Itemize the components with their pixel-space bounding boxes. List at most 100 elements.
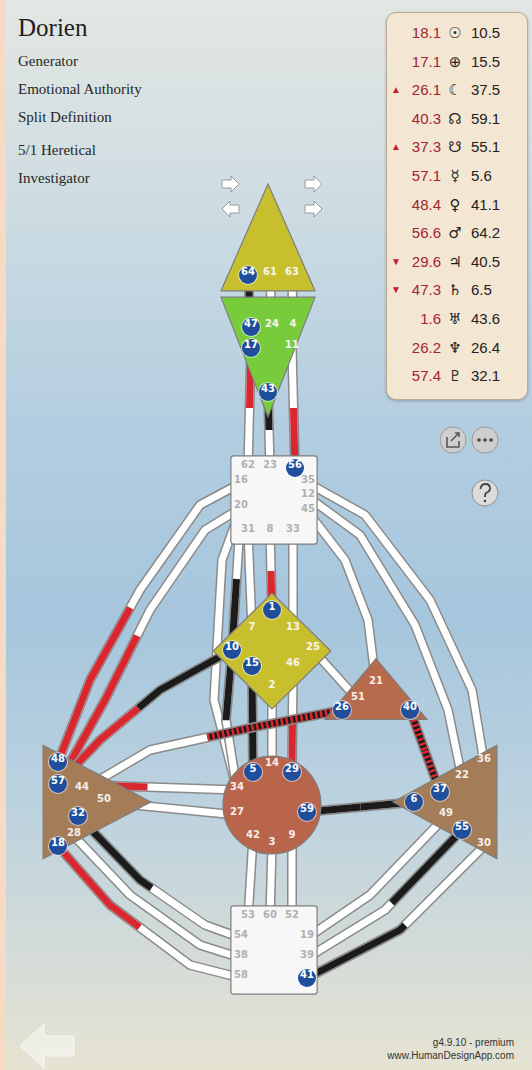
gate-number: 54 bbox=[232, 929, 250, 947]
personality-value: 41.1 bbox=[471, 195, 523, 215]
gate-number: 53 bbox=[239, 909, 257, 927]
g-center: 1713102515462 bbox=[212, 592, 332, 710]
channel bbox=[307, 846, 484, 978]
gate-number: 50 bbox=[95, 793, 113, 811]
retro-marker: ▼ bbox=[390, 252, 402, 272]
channel-core bbox=[308, 483, 484, 762]
design-channel-stripes bbox=[207, 710, 342, 737]
retro-marker: ▼ bbox=[390, 280, 402, 300]
design-value: 18.1 bbox=[395, 23, 441, 43]
planet-symbol: ☊ bbox=[443, 109, 467, 129]
gate-number: 20 bbox=[232, 499, 250, 517]
gate-number: 24 bbox=[263, 318, 281, 336]
personality-channel-half bbox=[307, 925, 405, 978]
gate-number: 28 bbox=[65, 827, 83, 845]
design-value: 48.4 bbox=[395, 195, 441, 215]
channel-core bbox=[78, 816, 241, 938]
personality-channel-half bbox=[138, 650, 232, 708]
design-value: 29.6 bbox=[395, 252, 441, 272]
active-gate-number: 17 bbox=[242, 339, 260, 357]
arrow-icon bbox=[305, 201, 322, 217]
heart-center: 21512640 bbox=[324, 658, 428, 720]
gate-number: 38 bbox=[232, 949, 250, 967]
gate-number: 4 bbox=[284, 318, 302, 336]
channel bbox=[58, 650, 232, 784]
active-gate-number: 32 bbox=[69, 807, 87, 825]
gate-number: 13 bbox=[284, 621, 302, 639]
planet-table: 18.1☉10.517.1⊕15.5▲26.1☾37.540.3☊59.1▲37… bbox=[386, 12, 528, 400]
chart-title: Dorien bbox=[18, 14, 87, 42]
active-gate-number: 10 bbox=[223, 641, 241, 659]
planet-symbol: ♅ bbox=[443, 309, 467, 329]
planet-symbol: ♀ bbox=[443, 195, 467, 215]
gate-number: 58 bbox=[232, 969, 250, 987]
arrow-icon bbox=[222, 201, 239, 217]
gate-number: 14 bbox=[263, 757, 281, 775]
channel-border bbox=[78, 816, 241, 938]
channel-core bbox=[307, 846, 484, 978]
gate-number: 34 bbox=[228, 781, 246, 799]
gate-number: 25 bbox=[304, 641, 322, 659]
personality-value: 5.6 bbox=[471, 166, 523, 186]
design-value: 56.6 bbox=[395, 223, 441, 243]
arrow-icon bbox=[222, 176, 239, 192]
active-gate-number: 6 bbox=[405, 793, 423, 811]
gate-number: 44 bbox=[73, 781, 91, 799]
chart-type: Generator bbox=[18, 52, 78, 71]
gate-number: 31 bbox=[239, 523, 257, 541]
channel bbox=[308, 483, 484, 762]
personality-value: 43.6 bbox=[471, 309, 523, 329]
personality-value: 40.5 bbox=[471, 252, 523, 272]
active-gate-number: 18 bbox=[49, 837, 67, 855]
gate-number: 21 bbox=[367, 675, 385, 693]
design-value: 37.3 bbox=[395, 137, 441, 157]
active-gate-number: 48 bbox=[49, 753, 67, 771]
design-value: 26.2 bbox=[395, 338, 441, 358]
gate-number: 63 bbox=[283, 266, 301, 284]
active-gate-number: 5 bbox=[244, 763, 262, 781]
channel-border bbox=[307, 846, 484, 978]
gate-number: 9 bbox=[283, 829, 301, 847]
question-glyph bbox=[481, 484, 491, 497]
root-center: 536052541938395841 bbox=[230, 905, 318, 995]
planet-symbol: ♇ bbox=[443, 366, 467, 386]
personality-channel-half bbox=[207, 710, 342, 737]
icon-circle bbox=[440, 427, 466, 453]
help-icon bbox=[472, 480, 498, 506]
channel-border bbox=[58, 508, 241, 784]
retro-marker: ▲ bbox=[390, 137, 402, 157]
personality-value: 64.2 bbox=[471, 223, 523, 243]
personality-value: 10.5 bbox=[471, 23, 523, 43]
design-value: 57.4 bbox=[395, 366, 441, 386]
channel-border bbox=[292, 348, 295, 468]
planet-symbol: ☋ bbox=[443, 137, 467, 157]
planet-symbol: ⊕ bbox=[443, 52, 467, 72]
gate-number: 46 bbox=[284, 657, 302, 675]
center-outline bbox=[221, 184, 315, 291]
active-gate-number: 59 bbox=[298, 803, 316, 821]
gate-number: 42 bbox=[244, 829, 262, 847]
planet-symbol: ♆ bbox=[443, 338, 467, 358]
active-gate-number: 43 bbox=[259, 383, 277, 401]
channel bbox=[78, 816, 241, 938]
solar-plexus-center: 3622376495530 bbox=[392, 744, 498, 860]
planet-symbol: ♃ bbox=[443, 252, 467, 272]
gate-number: 2 bbox=[263, 679, 281, 697]
gate-number: 23 bbox=[261, 459, 279, 477]
gate-number: 60 bbox=[261, 909, 279, 927]
gate-number: 16 bbox=[232, 474, 250, 492]
gate-number: 45 bbox=[299, 503, 317, 521]
gate-number: 33 bbox=[284, 523, 302, 541]
personality-value: 55.1 bbox=[471, 137, 523, 157]
gate-number: 19 bbox=[298, 929, 316, 947]
center-outline bbox=[43, 745, 151, 859]
design-value: 47.3 bbox=[395, 280, 441, 300]
share-glyph bbox=[447, 433, 459, 447]
gate-number: 52 bbox=[283, 909, 301, 927]
channel-core bbox=[58, 508, 241, 784]
planet-symbol: ☉ bbox=[443, 23, 467, 43]
personality-value: 15.5 bbox=[471, 52, 523, 72]
design-value: 40.3 bbox=[395, 109, 441, 129]
personality-value: 6.5 bbox=[471, 280, 523, 300]
arrow-icon bbox=[305, 176, 322, 192]
